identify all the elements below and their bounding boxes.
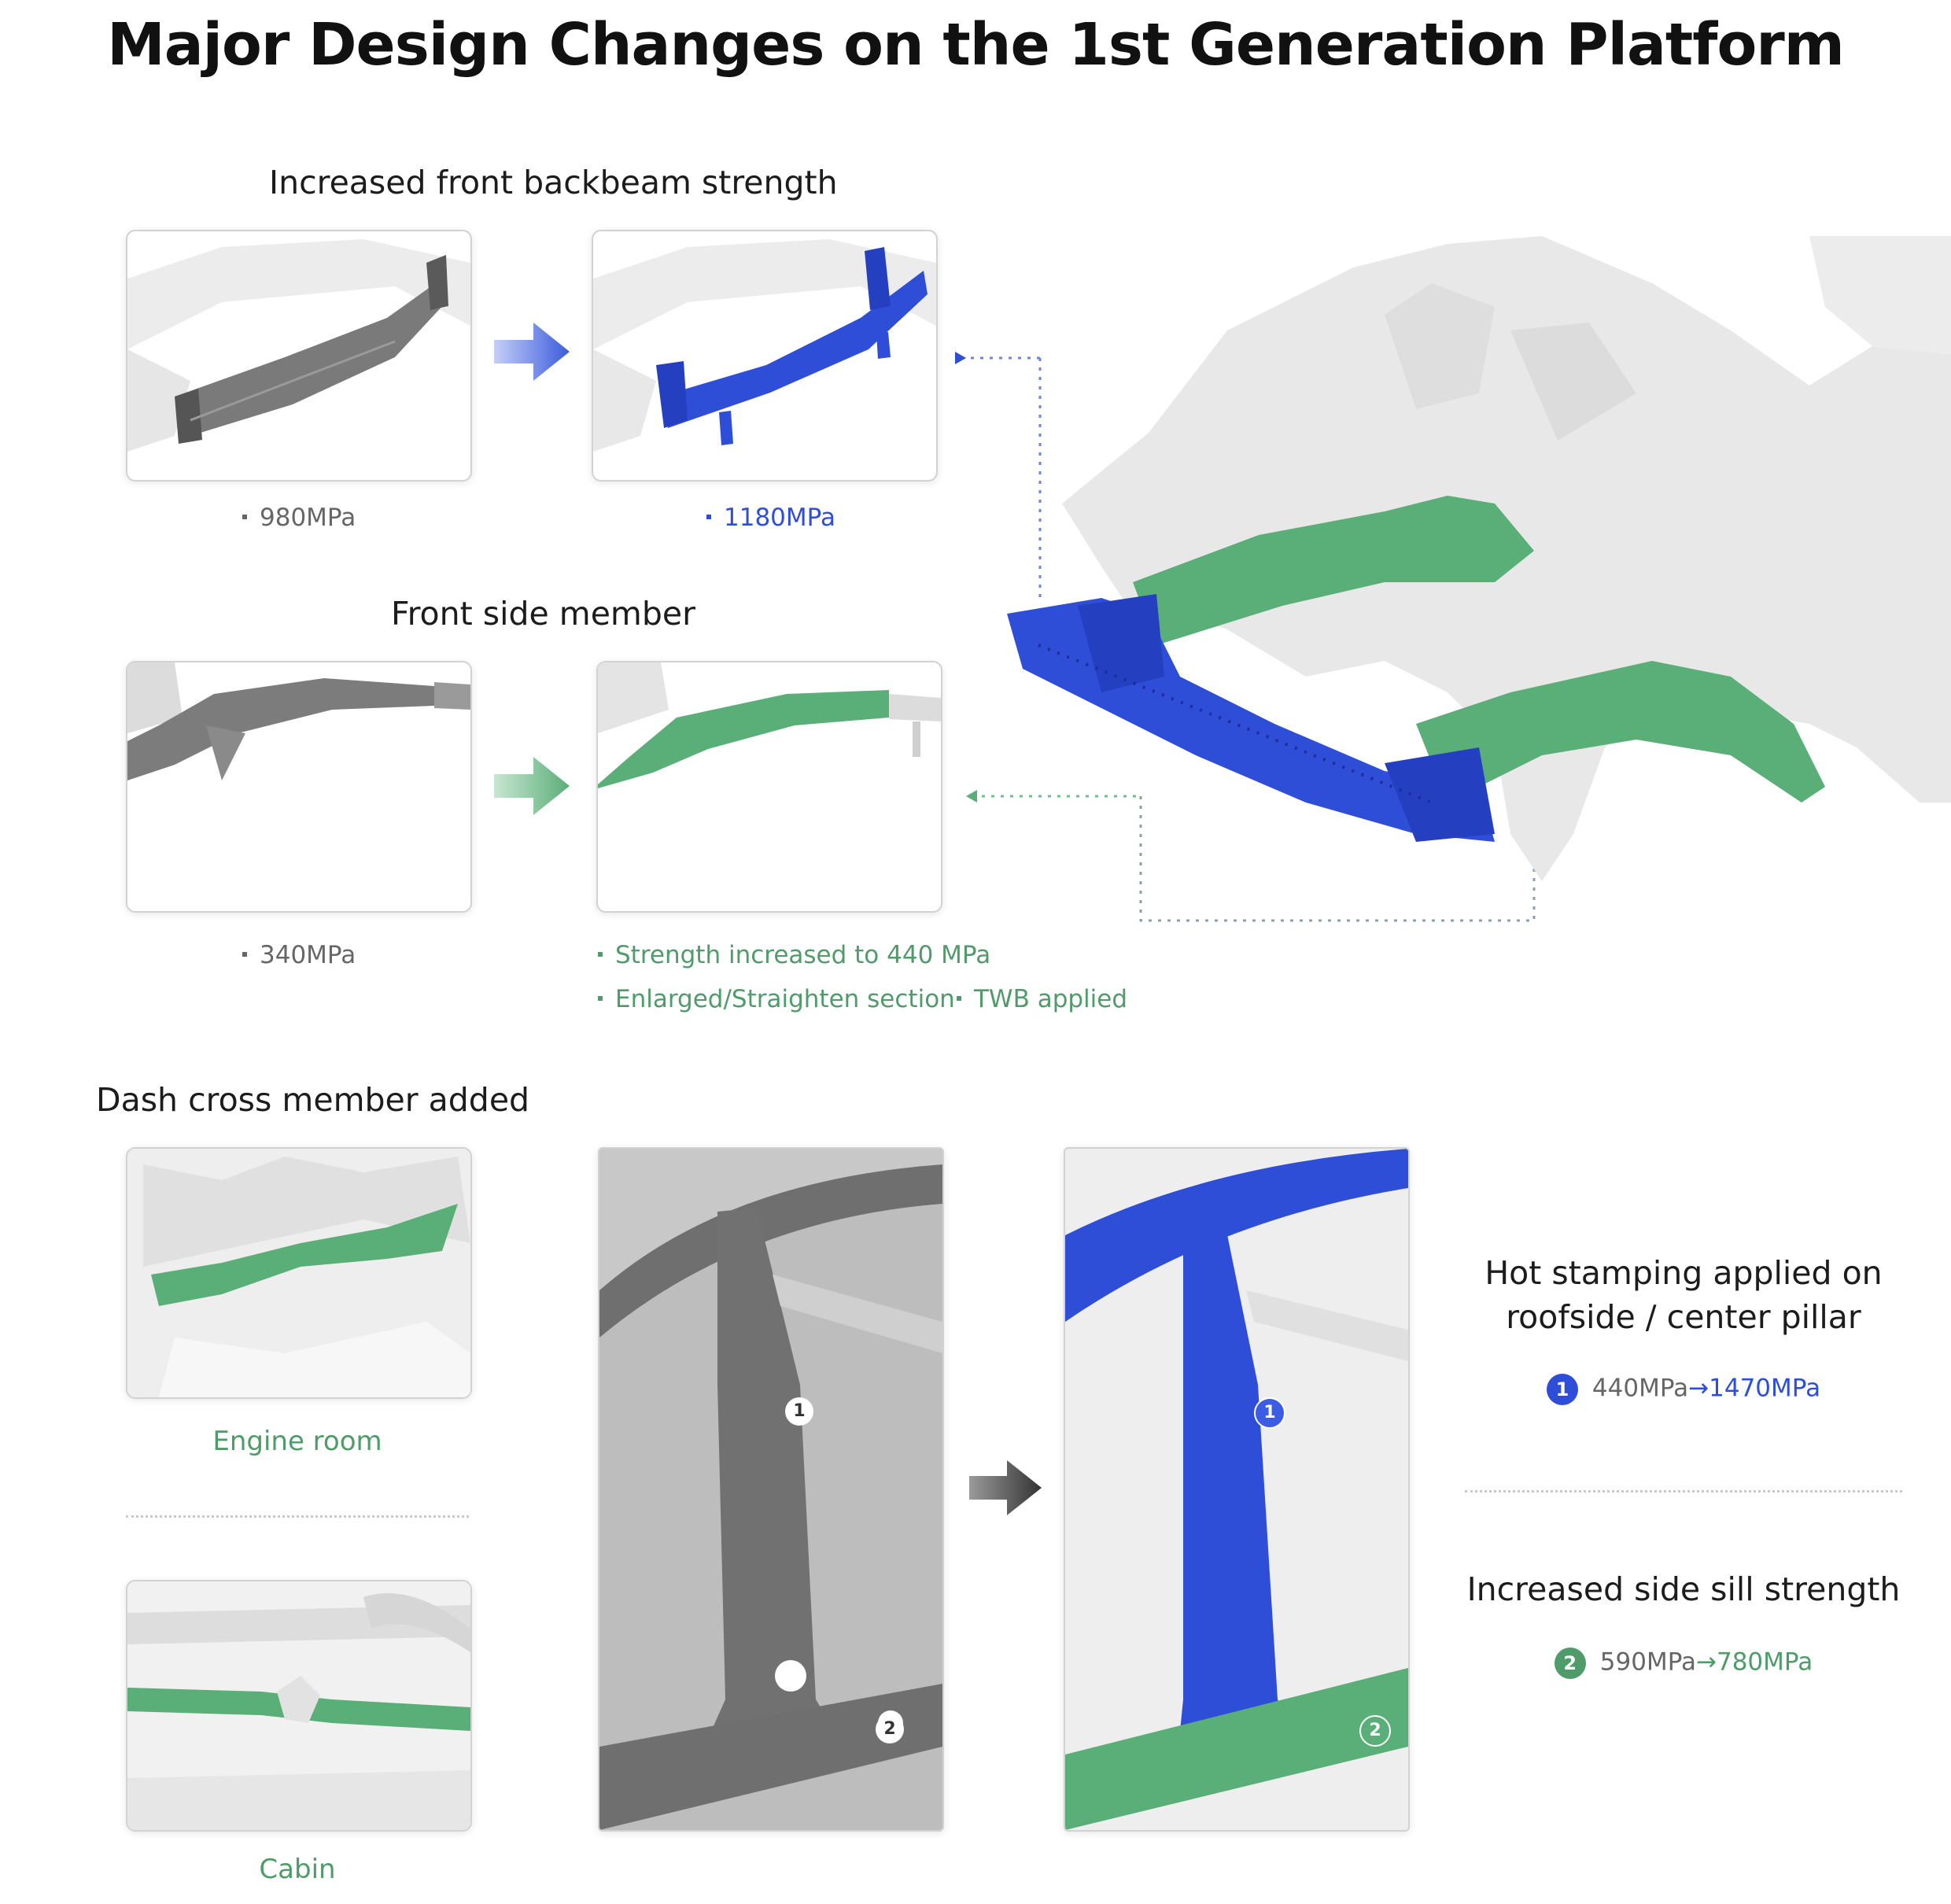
badge-2: 2 xyxy=(1554,1648,1586,1679)
hot-stamping-heading: Hot stamping applied on roofside / cente… xyxy=(1484,1254,1883,1336)
dash-cross-heading: Dash cross member added xyxy=(96,1081,530,1119)
cabin-label: Cabin xyxy=(259,1854,336,1885)
pillar-after-image xyxy=(1064,1147,1410,1832)
backbeam-heading: Increased front backbeam strength xyxy=(269,164,838,201)
pillar-marker-1-before: 1 xyxy=(785,1397,813,1426)
arrow-right-green-icon xyxy=(494,757,570,815)
side-sill-heading: Increased side sill strength xyxy=(1466,1570,1901,1608)
side-member-note-strength: Strength increased to 440 MPa xyxy=(598,941,990,969)
side-member-heading: Front side member xyxy=(391,595,695,633)
pillar-marker-2-after: 2 xyxy=(1359,1715,1391,1747)
backbeam-after-image xyxy=(592,230,938,482)
backbeam-before-value: 980MPa xyxy=(242,504,356,532)
front-body-structure-image xyxy=(955,236,1951,922)
arrow-right-dark-icon xyxy=(969,1460,1042,1515)
section-divider-left xyxy=(126,1515,469,1518)
badge-1: 1 xyxy=(1546,1374,1578,1405)
backbeam-after-value: 1180MPa xyxy=(706,504,835,532)
pillar-marker-2-before: 2 xyxy=(876,1715,904,1743)
side-member-note-twb: TWB applied xyxy=(957,985,1127,1013)
engine-room-label: Engine room xyxy=(212,1426,382,1457)
cabin-image xyxy=(126,1580,472,1832)
side-member-after-image xyxy=(596,661,942,913)
side-member-note-section: Enlarged/Straighten section xyxy=(598,985,955,1013)
side-member-before-value: 340MPa xyxy=(242,941,356,969)
page-title: Major Design Changes on the 1st Generati… xyxy=(107,11,1845,79)
engine-room-image xyxy=(126,1147,472,1399)
backbeam-before-image xyxy=(126,230,472,482)
section-divider-right xyxy=(1465,1490,1902,1493)
pillar-marker-1-after: 1 xyxy=(1254,1397,1285,1429)
side-member-before-image xyxy=(126,661,472,913)
arrow-right-blue-icon xyxy=(494,323,570,381)
